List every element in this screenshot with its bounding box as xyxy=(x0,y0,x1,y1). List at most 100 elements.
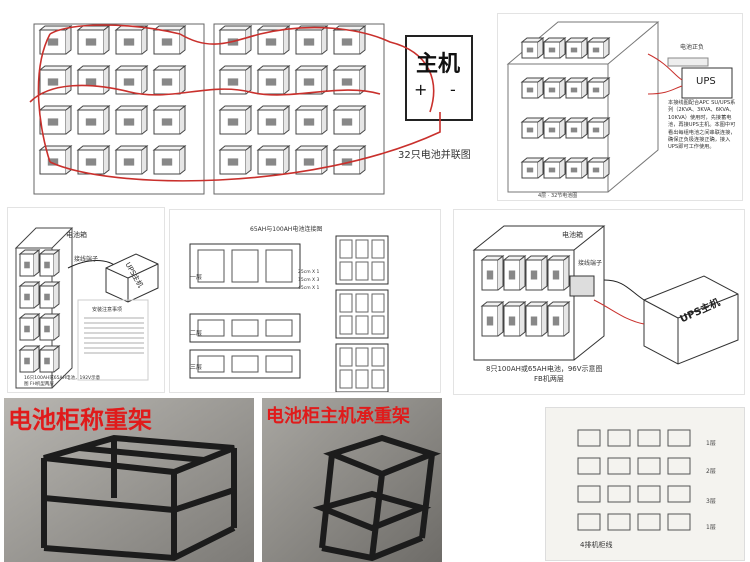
stack-cell xyxy=(520,156,545,179)
battery-cell xyxy=(332,104,367,135)
layer-1-label: 1层 xyxy=(706,440,716,447)
cabinet-cell xyxy=(18,248,41,277)
layer-label-2: 二层 xyxy=(190,330,203,337)
stack-cell xyxy=(520,76,545,99)
stack-cell xyxy=(564,36,589,59)
row-label-2: 15cm X 3 xyxy=(298,278,320,283)
stack-cell xyxy=(520,116,545,139)
battery-cell xyxy=(114,24,149,55)
row-label-3: 45cm X 1 xyxy=(298,286,320,291)
battery-cell xyxy=(114,104,149,135)
cabinet8-cell xyxy=(524,300,549,337)
battery-cell xyxy=(256,64,291,95)
ups-stack-drawing xyxy=(506,21,733,193)
rack-title: 电池柜称重架 xyxy=(8,406,152,434)
cabinet-cell xyxy=(38,248,61,277)
cabinet8-caption-2: FB机两层 xyxy=(534,375,564,383)
diagram-caption: 32只电池并联图 xyxy=(398,150,471,161)
host-rack-title: 电池柜主机承重架 xyxy=(266,406,410,427)
layer-label-3: 三层 xyxy=(190,364,203,371)
battery-cell xyxy=(218,104,253,135)
hand-drawn-diagram: 1层 2层 3层 1层 4排机柜线 xyxy=(546,408,744,560)
stack-cell xyxy=(564,156,589,179)
cabinet8-drawing xyxy=(472,225,739,365)
battery-cell xyxy=(294,64,329,95)
photo-host-rack: 电池柜主机承重架 xyxy=(262,398,442,562)
host-rack-drawing xyxy=(262,398,442,562)
battery-cell xyxy=(38,24,73,55)
cabinet-16-battery-diagram: 电池箱 接线端子 UPS主机 安装注意事项 16只100AH或65AH电池，19… xyxy=(8,208,164,392)
minus-sign: - xyxy=(450,80,456,99)
layer-3-label: 3层 xyxy=(706,498,716,505)
host-box xyxy=(405,35,473,121)
battery-grid-drawing xyxy=(29,23,473,195)
cabinet8-cell xyxy=(480,254,505,291)
battery-cell xyxy=(256,104,291,135)
cabinet8-cell xyxy=(480,300,505,337)
cabinet-cell xyxy=(38,312,61,341)
battery-cell xyxy=(294,104,329,135)
red-wiring xyxy=(29,24,441,182)
stack-cell xyxy=(586,116,611,139)
battery-cell xyxy=(38,144,73,175)
cabinet-cell xyxy=(18,280,41,309)
battery-cell xyxy=(218,144,253,175)
terminal8-label: 接线端子 xyxy=(578,260,603,267)
ups-box xyxy=(681,67,733,99)
cabinet8-cell xyxy=(524,254,549,291)
hand-drawing xyxy=(577,429,691,531)
rack-photo-drawing xyxy=(4,398,254,562)
notes-title: 安装注意事项 xyxy=(92,307,123,313)
battery-cell xyxy=(114,64,149,95)
cabinet8-cell xyxy=(546,300,571,337)
cabinet8-cell xyxy=(546,254,571,291)
battery-cell xyxy=(76,64,111,95)
layer-label-1: 一层 xyxy=(190,274,203,281)
stack-cell xyxy=(542,36,567,59)
photo-battery-rack: 电池柜称重架 xyxy=(4,398,254,562)
battery-cell xyxy=(332,24,367,55)
layer-4-label: 1层 xyxy=(706,524,716,531)
stack-cell xyxy=(520,36,545,59)
ups-stack-diagram: UPS 电池正负 本接线图配合APC SU/UPS系列（2KVA、3KVA、6K… xyxy=(498,14,742,200)
stack-cell xyxy=(564,76,589,99)
cabinet-cell xyxy=(18,312,41,341)
terminal-label: 接线端子 xyxy=(74,256,99,263)
notes-lines xyxy=(84,314,144,357)
stack-cell xyxy=(542,76,567,99)
battery-cell xyxy=(256,144,291,175)
battery-cell xyxy=(76,24,111,55)
stack-cell xyxy=(586,156,611,179)
ups-label: UPS xyxy=(696,76,716,87)
row-label-1: 25cm X 1 xyxy=(298,270,320,275)
cabinet-cell xyxy=(18,344,41,373)
stack-cell xyxy=(542,116,567,139)
cabinet8-caption-1: 8只100AH或65AH电池，96V示意图 xyxy=(486,365,603,373)
cabinet-8-battery-diagram: 电池箱 接线端子 UPS主机 8只100AH或65AH电池，96V示意图 FB机… xyxy=(454,210,744,394)
ah-wiring-diagram: 65AH与100AH电池连接图 一层 二层 三层 25cm X 1 15cm X… xyxy=(170,210,440,392)
cabinet-cell xyxy=(38,344,61,373)
plus-sign: + xyxy=(414,80,428,99)
stack-cell xyxy=(564,116,589,139)
stack-cell xyxy=(586,36,611,59)
body-text: 本接线图配合APC SU/UPS系列（2KVA、3KVA、6KVA、10KVA）… xyxy=(668,100,736,151)
legend-title: 电池正负 xyxy=(680,44,705,51)
battery-cell xyxy=(38,104,73,135)
battery-cell xyxy=(152,144,187,175)
stack-caption: 4层 · 32节电池图 xyxy=(538,193,578,199)
diagram-title: 65AH与100AH电池连接图 xyxy=(250,226,323,233)
battery-cell xyxy=(38,64,73,95)
ah-wiring-drawing xyxy=(189,235,389,392)
cabinet-label: 电池箱 xyxy=(66,231,87,239)
battery-cell xyxy=(256,24,291,55)
cabinet8-label: 电池箱 xyxy=(562,231,583,239)
stack-cell xyxy=(542,156,567,179)
cabinet-caption: 16只100AH或65AH电池，192V示意图 FH机型两层 xyxy=(24,376,101,387)
host-label: 主机 xyxy=(416,52,461,77)
layer-2-label: 2层 xyxy=(706,468,716,475)
hand-footer: 4排机柜线 xyxy=(580,541,613,549)
stack-cell xyxy=(586,76,611,99)
battery-cell xyxy=(152,24,187,55)
cabinet8-cell xyxy=(502,300,527,337)
battery-cell xyxy=(152,104,187,135)
